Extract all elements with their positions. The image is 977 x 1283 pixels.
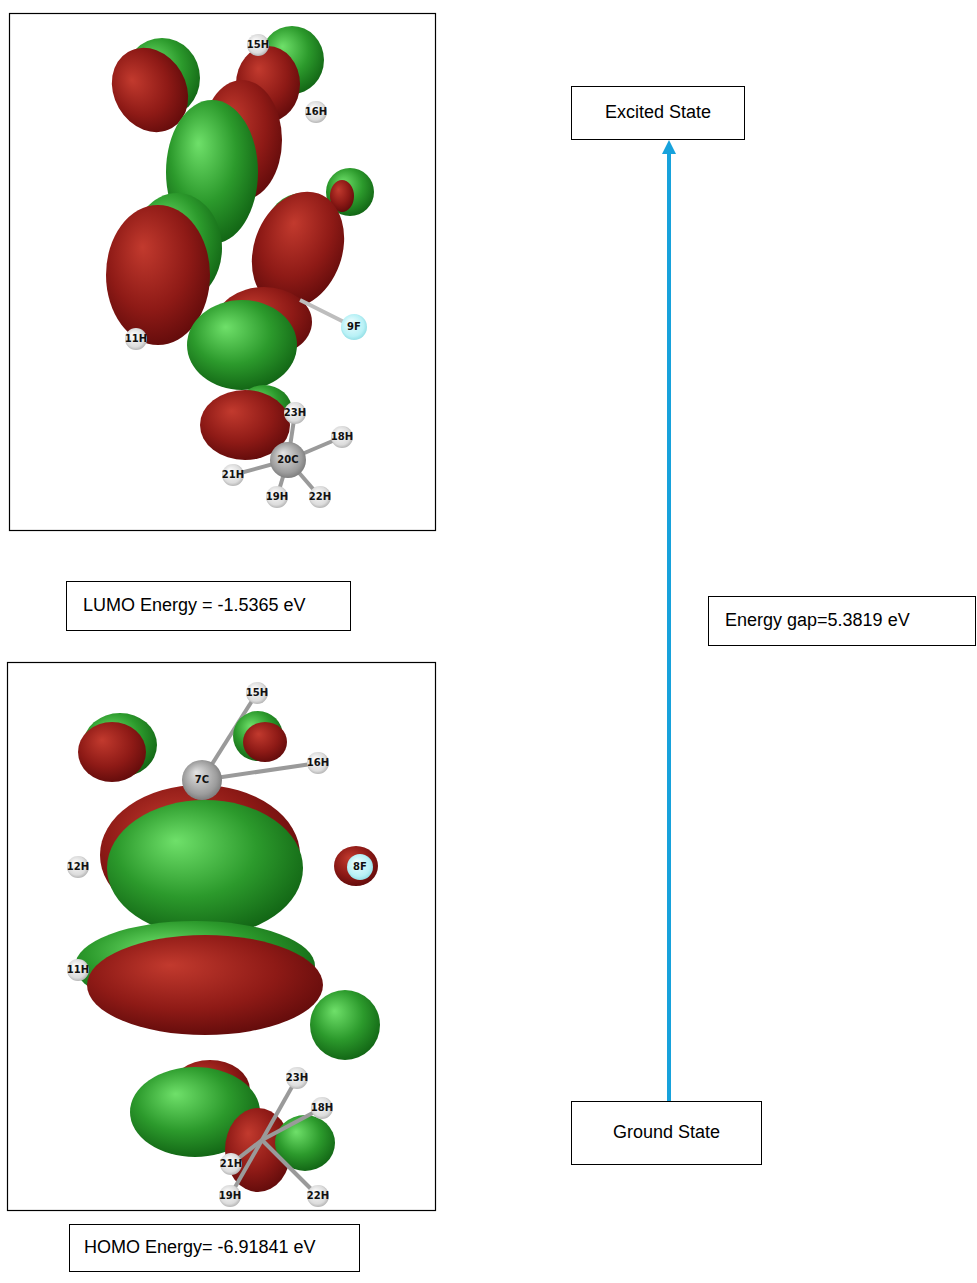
box-label: Energy gap=5.3819 eV: [725, 610, 910, 632]
atom-label: 15H: [247, 40, 269, 50]
atom-label: 20C: [277, 455, 298, 465]
atom-label: 9F: [347, 322, 361, 332]
hydrogen-atom: [305, 101, 327, 123]
state-box: LUMO Energy = -1.5365 eV: [66, 581, 351, 631]
orbital-lobe: [87, 935, 323, 1035]
panel-frame: [10, 14, 436, 531]
hydrogen-atom: [266, 486, 288, 508]
hydrogen-atom: [309, 486, 331, 508]
box-label: Excited State: [605, 102, 711, 124]
atom-label: 7C: [195, 775, 209, 785]
fluorine-atom: [341, 314, 367, 340]
orbital-lobe: [310, 990, 380, 1060]
hydrogen-atom: [311, 1097, 333, 1119]
atom-label: 16H: [307, 758, 329, 768]
hydrogen-atom: [67, 856, 89, 878]
atom-label: 11H: [125, 334, 147, 344]
atom-label: 19H: [219, 1191, 241, 1201]
state-box: Excited State: [571, 86, 745, 140]
atom-label: 21H: [220, 1159, 242, 1169]
box-label: Ground State: [613, 1122, 720, 1144]
atom-label: 21H: [222, 470, 244, 480]
state-box: Ground State: [571, 1101, 762, 1165]
hydrogen-atom: [284, 402, 306, 424]
orbital-lobe: [187, 300, 297, 390]
atom-label: 12H: [67, 862, 89, 872]
transition-arrow: [667, 154, 671, 1101]
hydrogen-atom: [125, 328, 147, 350]
state-box: Energy gap=5.3819 eV: [708, 596, 976, 646]
atom-label: 19H: [266, 492, 288, 502]
hydrogen-atom: [307, 752, 329, 774]
fluorine-atom: [347, 854, 373, 880]
box-label: HOMO Energy= -6.91841 eV: [84, 1237, 316, 1259]
atom-label: 22H: [307, 1191, 329, 1201]
carbon-atom: [182, 760, 222, 800]
atom-label: 22H: [309, 492, 331, 502]
atom-label: 11H: [67, 965, 89, 975]
orbital-lobe: [334, 846, 378, 886]
orbital-lobe: [243, 722, 287, 762]
atom-label: 18H: [311, 1103, 333, 1113]
hydrogen-atom: [220, 1153, 242, 1175]
hydrogen-atom: [247, 34, 269, 56]
atom-label: 16H: [305, 107, 327, 117]
orbital-lobe: [107, 800, 303, 936]
hydrogen-atom: [67, 959, 89, 981]
box-label: LUMO Energy = -1.5365 eV: [83, 595, 306, 617]
atom-label: 18H: [331, 432, 353, 442]
hydrogen-atom: [286, 1067, 308, 1089]
atom-label: 8F: [353, 862, 367, 872]
hydrogen-atom: [307, 1185, 329, 1207]
hydrogen-atom: [222, 464, 244, 486]
bond: [262, 1140, 318, 1196]
state-box: HOMO Energy= -6.91841 eV: [69, 1224, 360, 1272]
hydrogen-atom: [246, 682, 268, 704]
hydrogen-atom: [219, 1185, 241, 1207]
atom-label: 15H: [246, 688, 268, 698]
atom-label: 23H: [284, 408, 306, 418]
orbital-lobe: [78, 722, 146, 782]
atom-label: 23H: [286, 1073, 308, 1083]
carbon-atom: [270, 442, 306, 478]
panel-frame: [8, 663, 436, 1211]
hydrogen-atom: [331, 426, 353, 448]
